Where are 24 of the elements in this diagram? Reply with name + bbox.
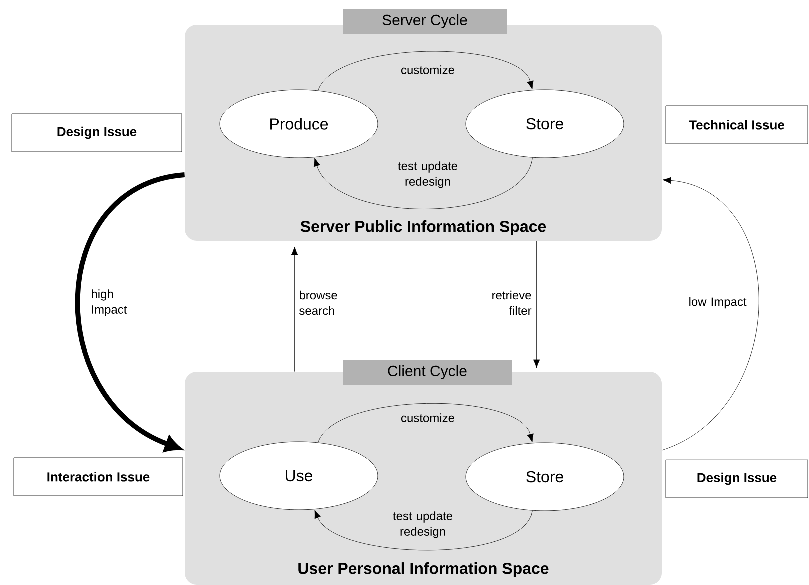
issue-box: Technical Issue (666, 106, 808, 144)
space-title: User Personal Information Space (298, 562, 549, 578)
edge-label: browse search (300, 290, 338, 316)
edge-label: customize (402, 414, 454, 422)
arrow (314, 510, 533, 551)
cycle-tab: Client Cycle (343, 360, 512, 385)
edge-label: customize (402, 66, 454, 74)
arrow (662, 177, 760, 451)
issue-box: Interaction Issue (14, 458, 184, 496)
edge-label: high Impact (92, 290, 128, 316)
edge-label: test update redesign (393, 512, 452, 538)
issue-box: Design Issue (666, 460, 808, 498)
arrow (533, 241, 540, 368)
arrow (318, 51, 534, 91)
arrow (291, 246, 298, 372)
edge-label: low Impact (690, 297, 747, 309)
edge-label: retrieve filter (492, 290, 532, 316)
space-title: Server Public Information Space (300, 220, 546, 236)
arrow (75, 172, 186, 452)
arrow (318, 403, 534, 443)
issue-box: Design Issue (12, 114, 182, 152)
cycle-tab: Server Cycle (343, 9, 507, 34)
edge-label: test update redesign (398, 162, 458, 188)
arrow (314, 158, 533, 210)
